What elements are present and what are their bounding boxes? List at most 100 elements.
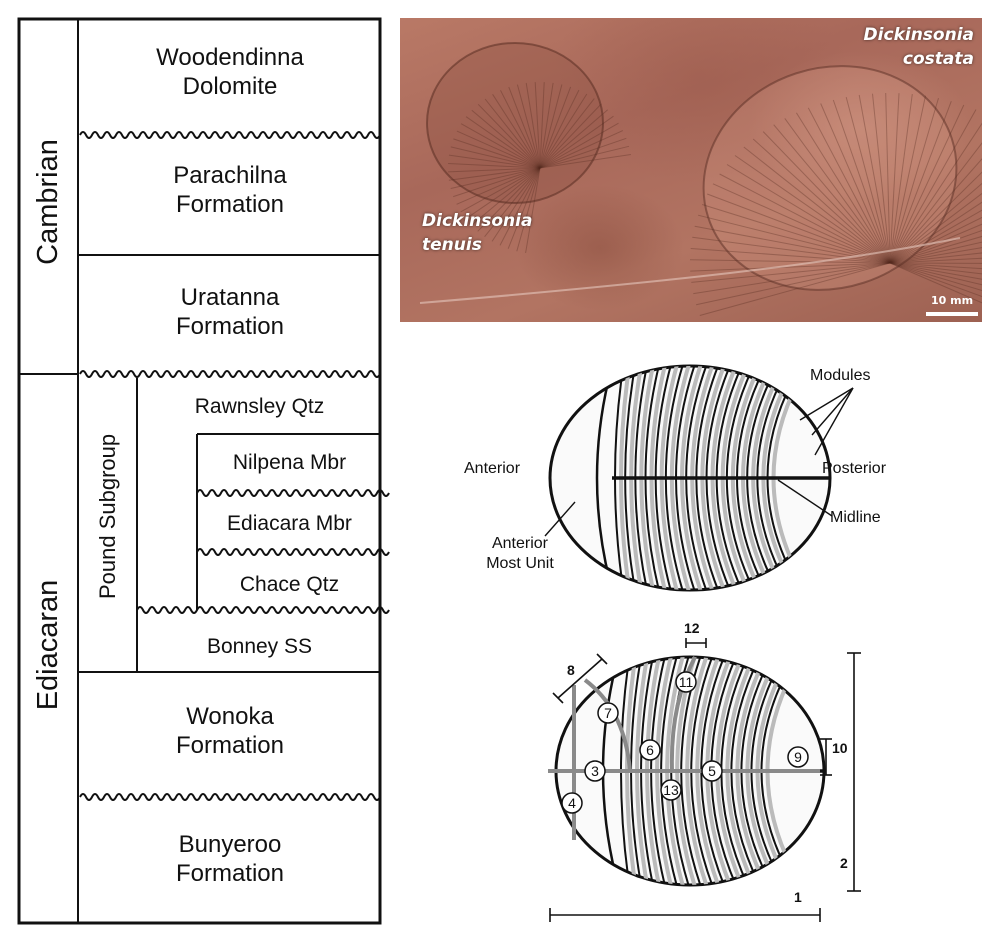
fossil-rib	[889, 216, 982, 264]
unit-bonney-ss: Bonney SS	[206, 635, 313, 658]
period-ediacaran: Ediacaran	[32, 579, 64, 711]
measure-marker-label: 5	[708, 763, 716, 779]
fossil-rib	[690, 262, 891, 272]
fossil-rib	[471, 109, 541, 169]
fossil-rib	[889, 209, 982, 264]
fossil-rib	[693, 262, 891, 295]
fossil-rib	[743, 146, 891, 264]
fossil-rib	[507, 167, 541, 249]
fossil-rib	[858, 94, 891, 264]
fossil-rib	[889, 95, 926, 264]
fossil-rib	[762, 131, 891, 264]
fossil-rib	[752, 138, 891, 264]
midline-callout	[777, 479, 833, 517]
unconformity-line	[196, 489, 390, 497]
fossil-rib	[719, 173, 891, 264]
fossil-rib	[534, 82, 541, 169]
fossil-rib	[889, 252, 982, 264]
fossil-rib	[889, 235, 982, 264]
scale-bar-label: 10 mm	[931, 294, 974, 307]
fossil-rib	[689, 259, 891, 264]
measure-marker-4: 4	[561, 792, 583, 814]
fossil-rib	[692, 236, 891, 264]
fossil-rib	[889, 229, 982, 264]
fossil-rib	[448, 163, 541, 169]
fossil-rib	[508, 86, 541, 169]
measure-label-10: 10	[832, 740, 848, 756]
modules-callout	[811, 387, 854, 436]
fossil-rib	[889, 262, 982, 280]
dimension-bar-8	[557, 658, 603, 699]
fossil-rib	[889, 257, 982, 264]
fossil-rib	[885, 92, 891, 264]
fossil-rib	[889, 158, 982, 264]
measure-label-2: 2	[840, 855, 848, 871]
measure-marker-3: 3	[584, 760, 606, 782]
fossil-rib	[889, 109, 977, 264]
fossil-rib	[889, 93, 900, 264]
scale-bar	[926, 312, 978, 316]
modules-callout	[814, 387, 854, 456]
fossil-rib	[539, 137, 627, 169]
fossil-rib	[889, 262, 982, 270]
measure-marker-9: 9	[787, 746, 809, 768]
fossil-rib	[832, 99, 891, 264]
fossil-rib	[889, 262, 982, 286]
fossil-rib	[539, 82, 545, 169]
measure-marker-label: 9	[794, 749, 802, 765]
fossil-rib	[477, 103, 541, 169]
fossil-rib	[450, 146, 541, 169]
fossil-rib	[500, 90, 541, 169]
modules-callout	[799, 387, 854, 421]
label-posterior: Posterior	[822, 460, 887, 477]
unconformity-line	[196, 548, 390, 556]
fossil-rib	[726, 164, 891, 264]
fossil-rib	[539, 89, 580, 169]
fossil-rib	[525, 82, 541, 169]
measure-marker-label: 13	[663, 782, 679, 798]
measure-label-8: 8	[567, 662, 575, 678]
fossil-rib	[889, 182, 982, 264]
fossil-rib	[525, 167, 541, 253]
measure-marker-7: 7	[597, 702, 619, 724]
fossil-rib	[484, 167, 541, 238]
measure-line-module	[669, 656, 697, 772]
unconformity-line	[136, 606, 390, 614]
fossil-rib	[471, 167, 541, 226]
fossil-rib	[889, 262, 982, 298]
fossil-rib	[516, 84, 541, 169]
fossil-rib	[450, 167, 541, 189]
measure-marker-label: 7	[604, 705, 612, 721]
fossil-rib	[889, 262, 982, 275]
fossil-rib	[516, 167, 541, 252]
dickinsonia-costata-fossil	[702, 65, 958, 291]
fossil-rib	[539, 93, 588, 169]
measure-marker-label: 6	[646, 742, 654, 758]
measure-marker-label: 3	[591, 763, 599, 779]
fossil-rib	[734, 155, 891, 264]
fossil-rib	[773, 124, 891, 264]
fossil-rib	[795, 112, 891, 264]
fossil-rib	[889, 262, 982, 304]
fossil-rib	[889, 247, 982, 264]
unconformity-line	[79, 370, 381, 378]
fossil-rib	[460, 123, 541, 169]
fossil-rib	[889, 171, 982, 264]
fossil-rib	[872, 93, 891, 264]
fossil-rib	[695, 262, 891, 306]
unconformity-line	[79, 793, 381, 801]
unit-ediacara-mbr: Ediacara Mbr	[227, 512, 352, 535]
fossil-rib	[889, 104, 965, 264]
unit-chace-qtz: Chace Qtz	[239, 573, 340, 596]
fossil-rib	[539, 82, 554, 169]
fossil-rib	[448, 167, 541, 181]
fossil-rib	[820, 103, 891, 264]
column-frame	[17, 17, 382, 925]
fossil-rib	[889, 94, 913, 264]
